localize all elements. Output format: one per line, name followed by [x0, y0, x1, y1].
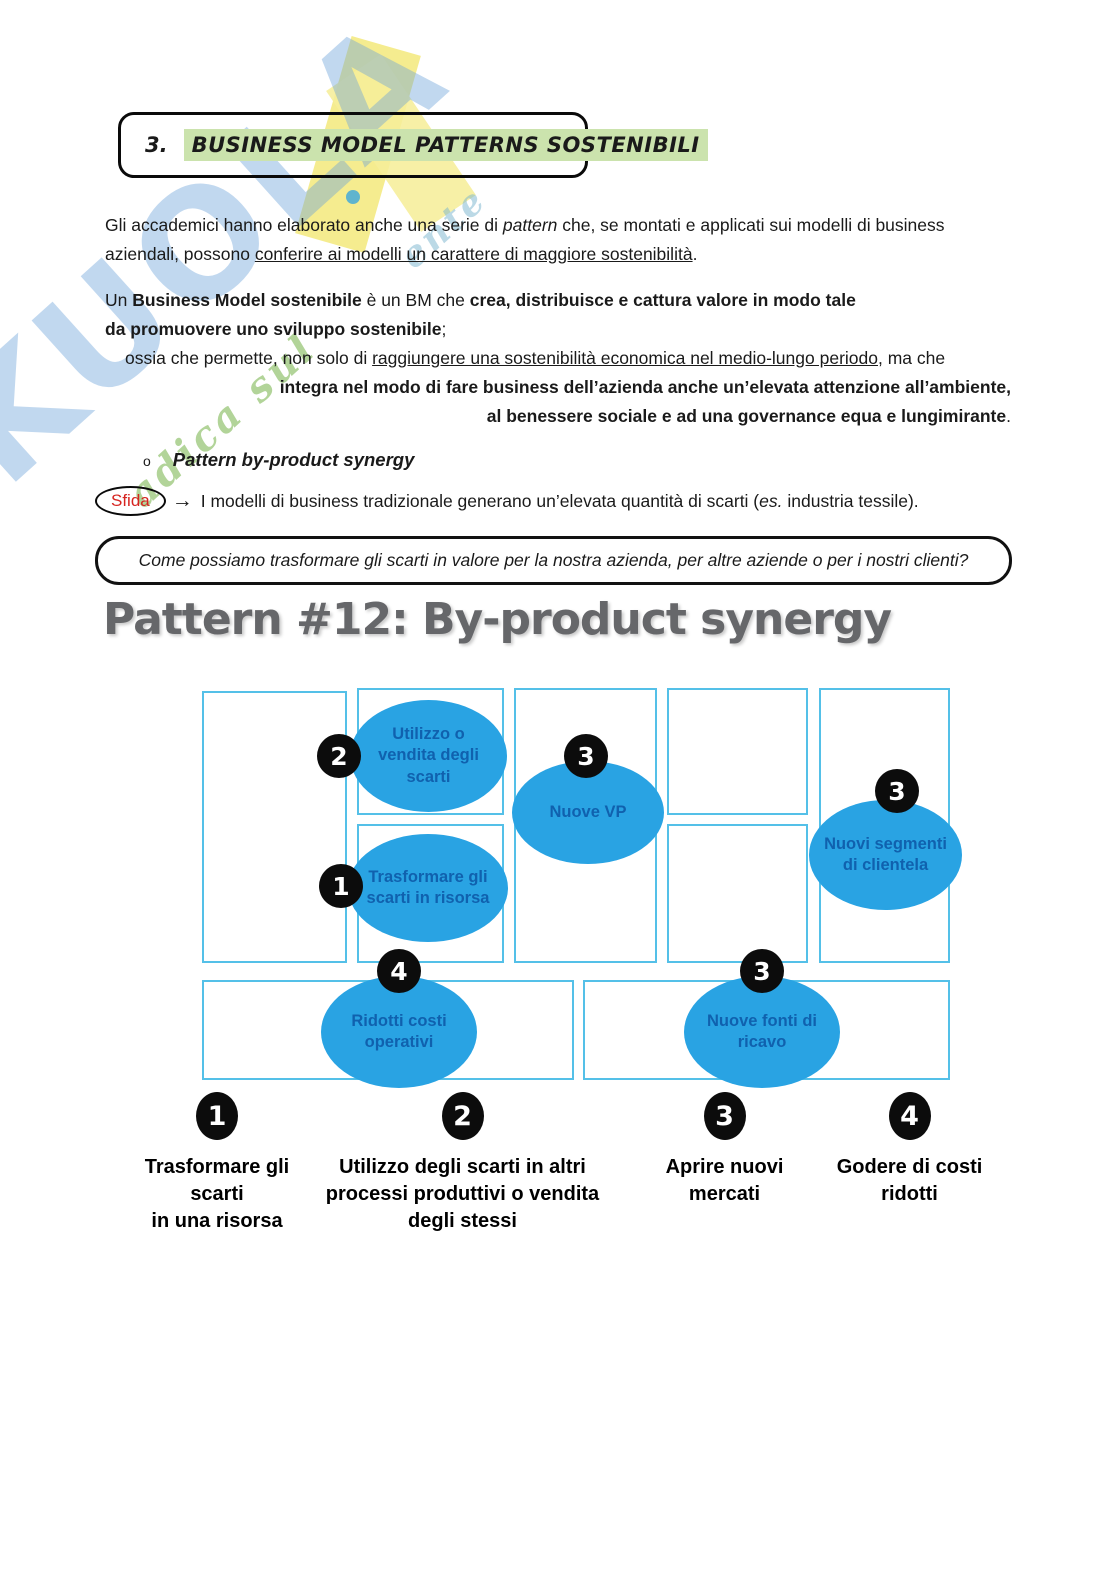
definition-line-3: ossia che permette, non solo di raggiung… [125, 348, 946, 368]
section-number: 3. [145, 133, 168, 157]
legend-item-3: 3 Aprire nuovi mercati [622, 1092, 827, 1208]
pattern-subheading-title: Pattern by-product synergy [172, 449, 415, 470]
figure-title: Pattern #12: By-product synergy [103, 594, 892, 645]
watermark-dot-icon [346, 190, 360, 204]
number-badge: 2 [317, 734, 361, 778]
legend-label: Trasformare gli scarti in una risorsa [144, 1156, 290, 1232]
canvas-box-channels [667, 824, 808, 963]
business-model-canvas: Utilizzo o vendita degli scarti Trasform… [202, 688, 962, 1088]
canvas-box-key-partners [202, 691, 347, 963]
question-text: Come possiamo trasformare gli scarti in … [138, 550, 969, 570]
intro-line-2: aziendali, possono conferire ai modelli … [105, 244, 698, 264]
number-badge: 1 [196, 1092, 238, 1140]
number-badge: 4 [377, 949, 421, 993]
oval-customer-segments: Nuovi segmenti di clientela [809, 800, 962, 910]
challenge-row: Sfida → I modelli di business tradiziona… [95, 486, 1015, 516]
oval-key-activities: Utilizzo o vendita degli scarti [350, 700, 507, 812]
definition-paragraph: Un Business Model sostenibile è un BM ch… [105, 286, 1011, 431]
definition-line-2: da promuovere uno sviluppo sostenibile; [105, 319, 447, 339]
number-badge: 2 [441, 1092, 484, 1140]
legend-item-2: 2 Utilizzo degli scarti in altri process… [300, 1092, 625, 1235]
canvas-box-customer-relationships [667, 688, 808, 815]
number-badge: 3 [703, 1092, 746, 1140]
question-box: Come possiamo trasformare gli scarti in … [95, 536, 1012, 585]
intro-paragraph: Gli accademici hanno elaborato anche una… [105, 211, 1017, 269]
section-title: BUSINESS MODEL PATTERNS SOSTENIBILI [183, 129, 708, 161]
definition-line-4: integra nel modo di fare business dell’a… [279, 377, 1011, 397]
arrow-right-icon: → [171, 489, 193, 512]
definition-line-5: al benessere sociale e ad una governance… [486, 406, 1011, 426]
oval-key-resources: Trasformare gli scarti in risorsa [348, 834, 508, 942]
number-badge: 3 [564, 734, 608, 778]
oval-revenue-streams: Nuove fonti di ricavo [684, 976, 840, 1088]
number-badge: 4 [888, 1092, 931, 1140]
legend-item-1: 1 Trasformare gli scarti in una risorsa [117, 1092, 317, 1235]
legend-label: Godere di costi ridotti [836, 1156, 983, 1205]
definition-line-1: Un Business Model sostenibile è un BM ch… [105, 290, 856, 310]
number-badge: 3 [875, 769, 919, 813]
legend-label: Utilizzo degli scarti in altri processi … [325, 1156, 600, 1232]
challenge-text: I modelli di business tradizionale gener… [200, 490, 919, 511]
legend-item-4: 4 Godere di costi ridotti [797, 1092, 1022, 1208]
section-title-box: 3. BUSINESS MODEL PATTERNS SOSTENIBILI [118, 112, 708, 178]
bullet-marker: o [143, 453, 151, 469]
oval-value-proposition: Nuove VP [512, 761, 664, 864]
number-badge: 1 [319, 864, 363, 908]
number-badge: 3 [740, 949, 784, 993]
oval-cost-structure: Ridotti costi operativi [321, 976, 477, 1088]
intro-line-1: Gli accademici hanno elaborato anche una… [105, 215, 945, 235]
pattern-subheading: o Pattern by-product synergy [143, 449, 843, 471]
legend-label: Aprire nuovi mercati [665, 1156, 784, 1205]
sfida-badge: Sfida [95, 486, 166, 516]
